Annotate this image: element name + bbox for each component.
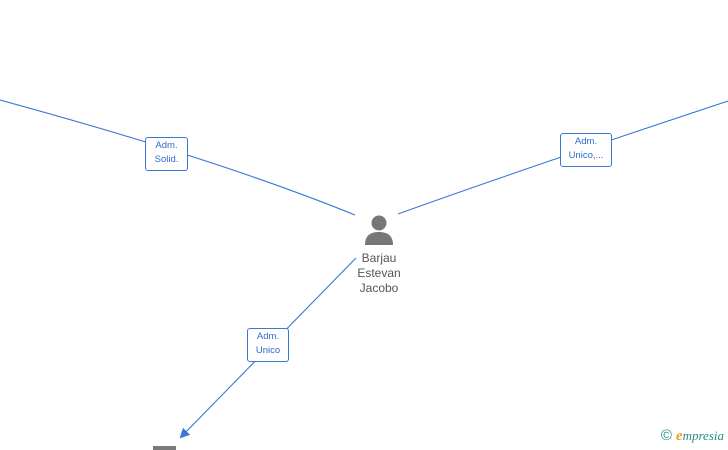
edge-label-adm-unico[interactable]: Adm. Unico — [247, 328, 289, 362]
brand-name-rest: mpresia — [682, 428, 724, 443]
person-icon — [365, 215, 393, 245]
person-node[interactable]: Barjau Estevan Jacobo — [344, 214, 414, 296]
brand-initial: e — [675, 428, 683, 444]
person-name-line: Estevan — [357, 266, 401, 280]
edge-label-line: Unico,... — [568, 150, 604, 161]
company-node-icon[interactable] — [153, 446, 176, 450]
edge-label-adm-unico-more[interactable]: Adm. Unico,... — [560, 133, 612, 167]
edge-right-line — [397, 100, 728, 215]
person-name[interactable]: Barjau Estevan Jacobo — [344, 251, 414, 296]
edge-label-line: Adm. — [574, 136, 598, 147]
brand-logo: © empresia — [660, 427, 724, 445]
copyright-icon: © — [660, 427, 672, 444]
edge-label-line: Solid. — [154, 154, 179, 165]
edge-label-line: Unico — [255, 345, 281, 356]
brand-name: empresia — [676, 428, 724, 444]
person-name-line: Barjau — [361, 251, 397, 265]
edge-label-line: Adm. — [256, 331, 280, 342]
person-name-line: Jacobo — [359, 281, 399, 295]
edge-left-line — [0, 99, 356, 216]
edge-label-line: Adm. — [155, 140, 178, 151]
edge-label-adm-solid[interactable]: Adm. Solid. — [145, 137, 188, 171]
